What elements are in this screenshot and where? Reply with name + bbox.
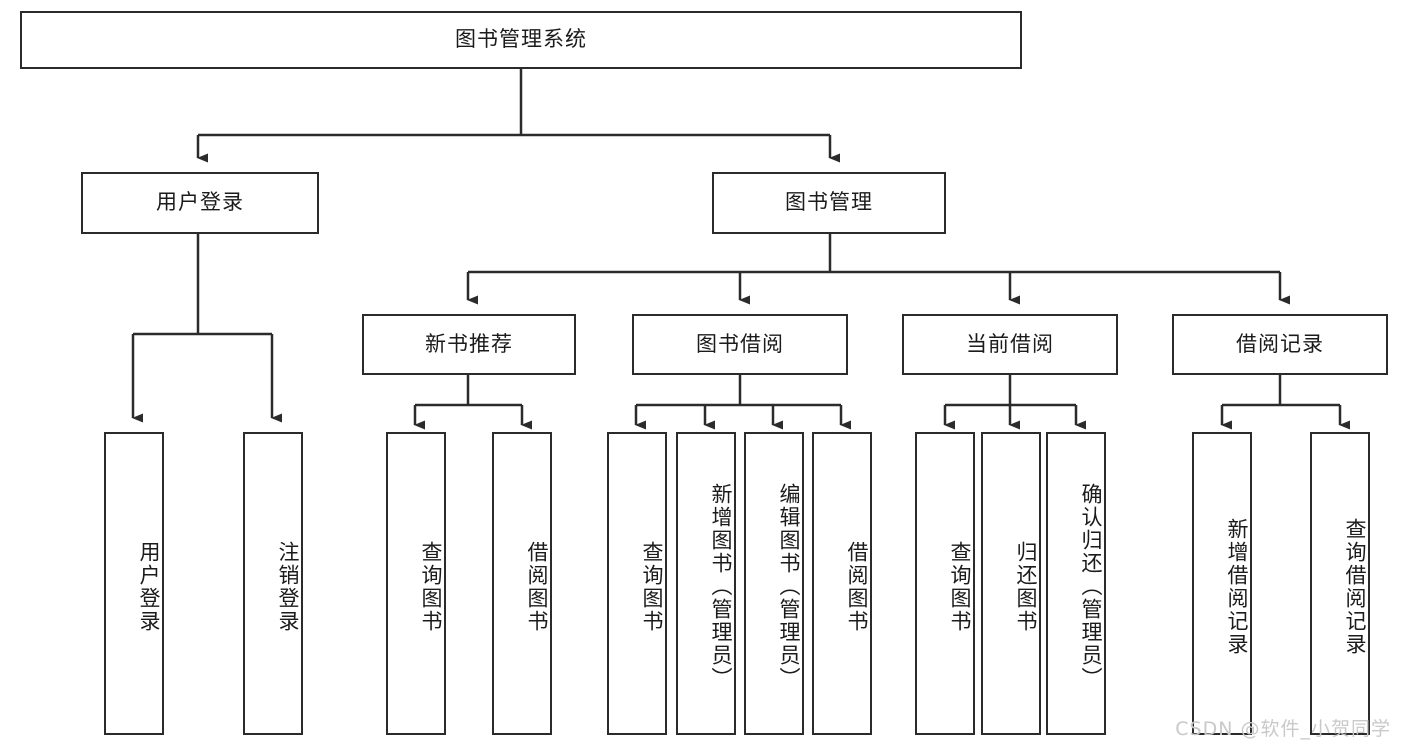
leaf-current-borrow-query-book[interactable]: 查询图书 bbox=[915, 432, 975, 735]
leaf-book-borrow-borrow-book[interactable]: 借阅图书 bbox=[812, 432, 872, 735]
leaf-user-login-login[interactable]: 用户登录 bbox=[104, 432, 164, 735]
leaf-book-borrow-edit-book-admin[interactable]: 编辑图书（管理员） bbox=[744, 432, 804, 735]
leaf-new-book-borrow-book[interactable]: 借阅图书 bbox=[492, 432, 552, 735]
node-label: 归还图书 bbox=[1014, 540, 1038, 633]
node-label: 查询图书 bbox=[640, 540, 664, 633]
node-borrow-record[interactable]: 借阅记录 bbox=[1172, 314, 1388, 375]
leaf-current-borrow-return-book[interactable]: 归还图书 bbox=[981, 432, 1041, 735]
node-label: 用户登录 bbox=[156, 190, 244, 215]
node-label: 当前借阅 bbox=[966, 331, 1054, 356]
node-label: 新增借阅记录 bbox=[1225, 517, 1249, 656]
node-label: 图书管理 bbox=[785, 190, 873, 215]
node-label: 新增图书（管理员） bbox=[709, 483, 733, 690]
node-current-borrow[interactable]: 当前借阅 bbox=[902, 314, 1118, 375]
node-label: 图书借阅 bbox=[696, 331, 784, 356]
leaf-current-borrow-confirm-return-admin[interactable]: 确认归还（管理员） bbox=[1046, 432, 1106, 735]
node-user-login[interactable]: 用户登录 bbox=[81, 172, 319, 234]
node-book-management[interactable]: 图书管理 bbox=[712, 172, 946, 234]
leaf-borrow-record-query-record[interactable]: 查询借阅记录 bbox=[1310, 432, 1370, 735]
node-book-borrow[interactable]: 图书借阅 bbox=[632, 314, 848, 375]
node-label: 借阅图书 bbox=[525, 540, 549, 633]
node-label: 用户登录 bbox=[137, 540, 161, 633]
leaf-borrow-record-add-record[interactable]: 新增借阅记录 bbox=[1192, 432, 1252, 735]
node-label: 注销登录 bbox=[276, 540, 300, 633]
node-label: 图书管理系统 bbox=[455, 27, 587, 52]
node-label: 确认归还（管理员） bbox=[1079, 483, 1103, 690]
node-new-book-recommend[interactable]: 新书推荐 bbox=[362, 314, 576, 375]
node-label: 借阅记录 bbox=[1236, 331, 1324, 356]
leaf-book-borrow-query-book[interactable]: 查询图书 bbox=[607, 432, 667, 735]
leaf-user-login-logout[interactable]: 注销登录 bbox=[243, 432, 303, 735]
node-label: 编辑图书（管理员） bbox=[777, 483, 801, 690]
node-label: 查询图书 bbox=[948, 540, 972, 633]
leaf-book-borrow-add-book-admin[interactable]: 新增图书（管理员） bbox=[676, 432, 736, 735]
leaf-new-book-query-book[interactable]: 查询图书 bbox=[386, 432, 446, 735]
node-label: 查询图书 bbox=[419, 540, 443, 633]
node-root-book-management-system[interactable]: 图书管理系统 bbox=[20, 11, 1022, 69]
node-label: 借阅图书 bbox=[845, 540, 869, 633]
node-label: 查询借阅记录 bbox=[1343, 517, 1367, 656]
watermark: CSDN @软件_小贺同学 bbox=[1175, 718, 1391, 740]
node-label: 新书推荐 bbox=[425, 331, 513, 356]
